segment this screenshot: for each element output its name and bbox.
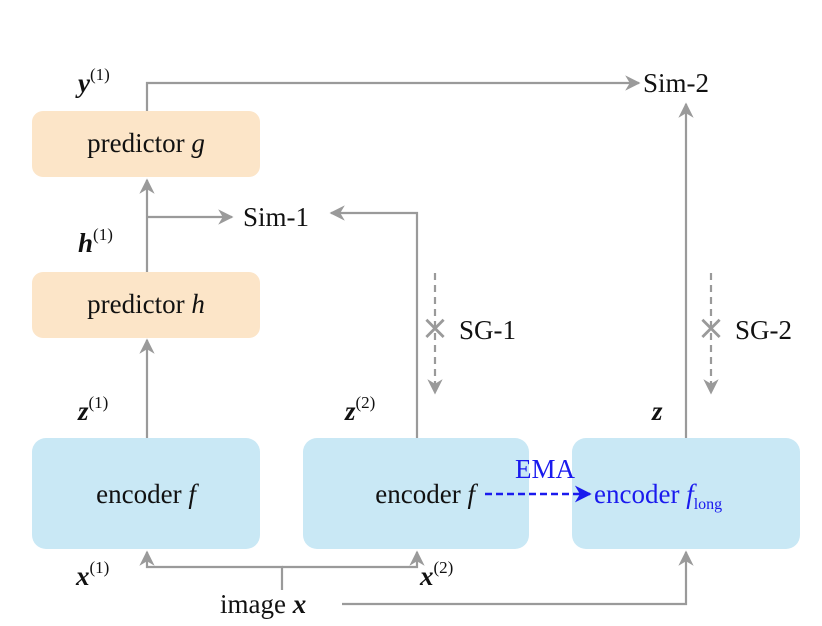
- arrow-y1-to-sim2: [145, 75, 641, 112]
- var-z2: z(2): [344, 393, 375, 426]
- sim-2-label: Sim-2: [643, 68, 709, 98]
- ema-label: EMA: [515, 454, 576, 484]
- predictor-g-box: [32, 111, 260, 177]
- predictor-h-label: predictor h: [87, 289, 205, 319]
- encoder-1-box: [32, 438, 260, 549]
- var-z: z: [651, 396, 663, 426]
- encoder-long-label: encoder flong: [594, 479, 722, 513]
- predictor-g-label: predictor g: [87, 128, 205, 158]
- var-h1: h(1): [78, 225, 113, 258]
- arrow-image-to-encoder-long: [342, 550, 694, 606]
- var-y1: y(1): [75, 65, 110, 98]
- predictor-h-box: [32, 272, 260, 338]
- arrow-z2-to-sim1: [329, 205, 419, 438]
- arrow-image-to-x1: [139, 550, 284, 590]
- var-x2: x(2): [419, 558, 453, 591]
- encoder-2-box: [303, 438, 529, 549]
- sg-1-label: SG-1: [459, 315, 516, 345]
- encoder-1-label: encoder f: [96, 479, 199, 509]
- encoder-2-label: encoder f: [375, 479, 478, 509]
- arrow-image-to-x2: [282, 550, 425, 569]
- stop-gradient-1-cross-icon: ×: [421, 308, 450, 348]
- var-x1: x(1): [75, 558, 109, 591]
- encoder-long-box: [572, 438, 800, 549]
- sg-2-label: SG-2: [735, 315, 792, 345]
- image-input-label: image x: [220, 589, 306, 619]
- var-z1: z(1): [77, 393, 108, 426]
- sim-1-label: Sim-1: [243, 202, 309, 232]
- stop-gradient-2-cross-icon: ×: [697, 308, 726, 348]
